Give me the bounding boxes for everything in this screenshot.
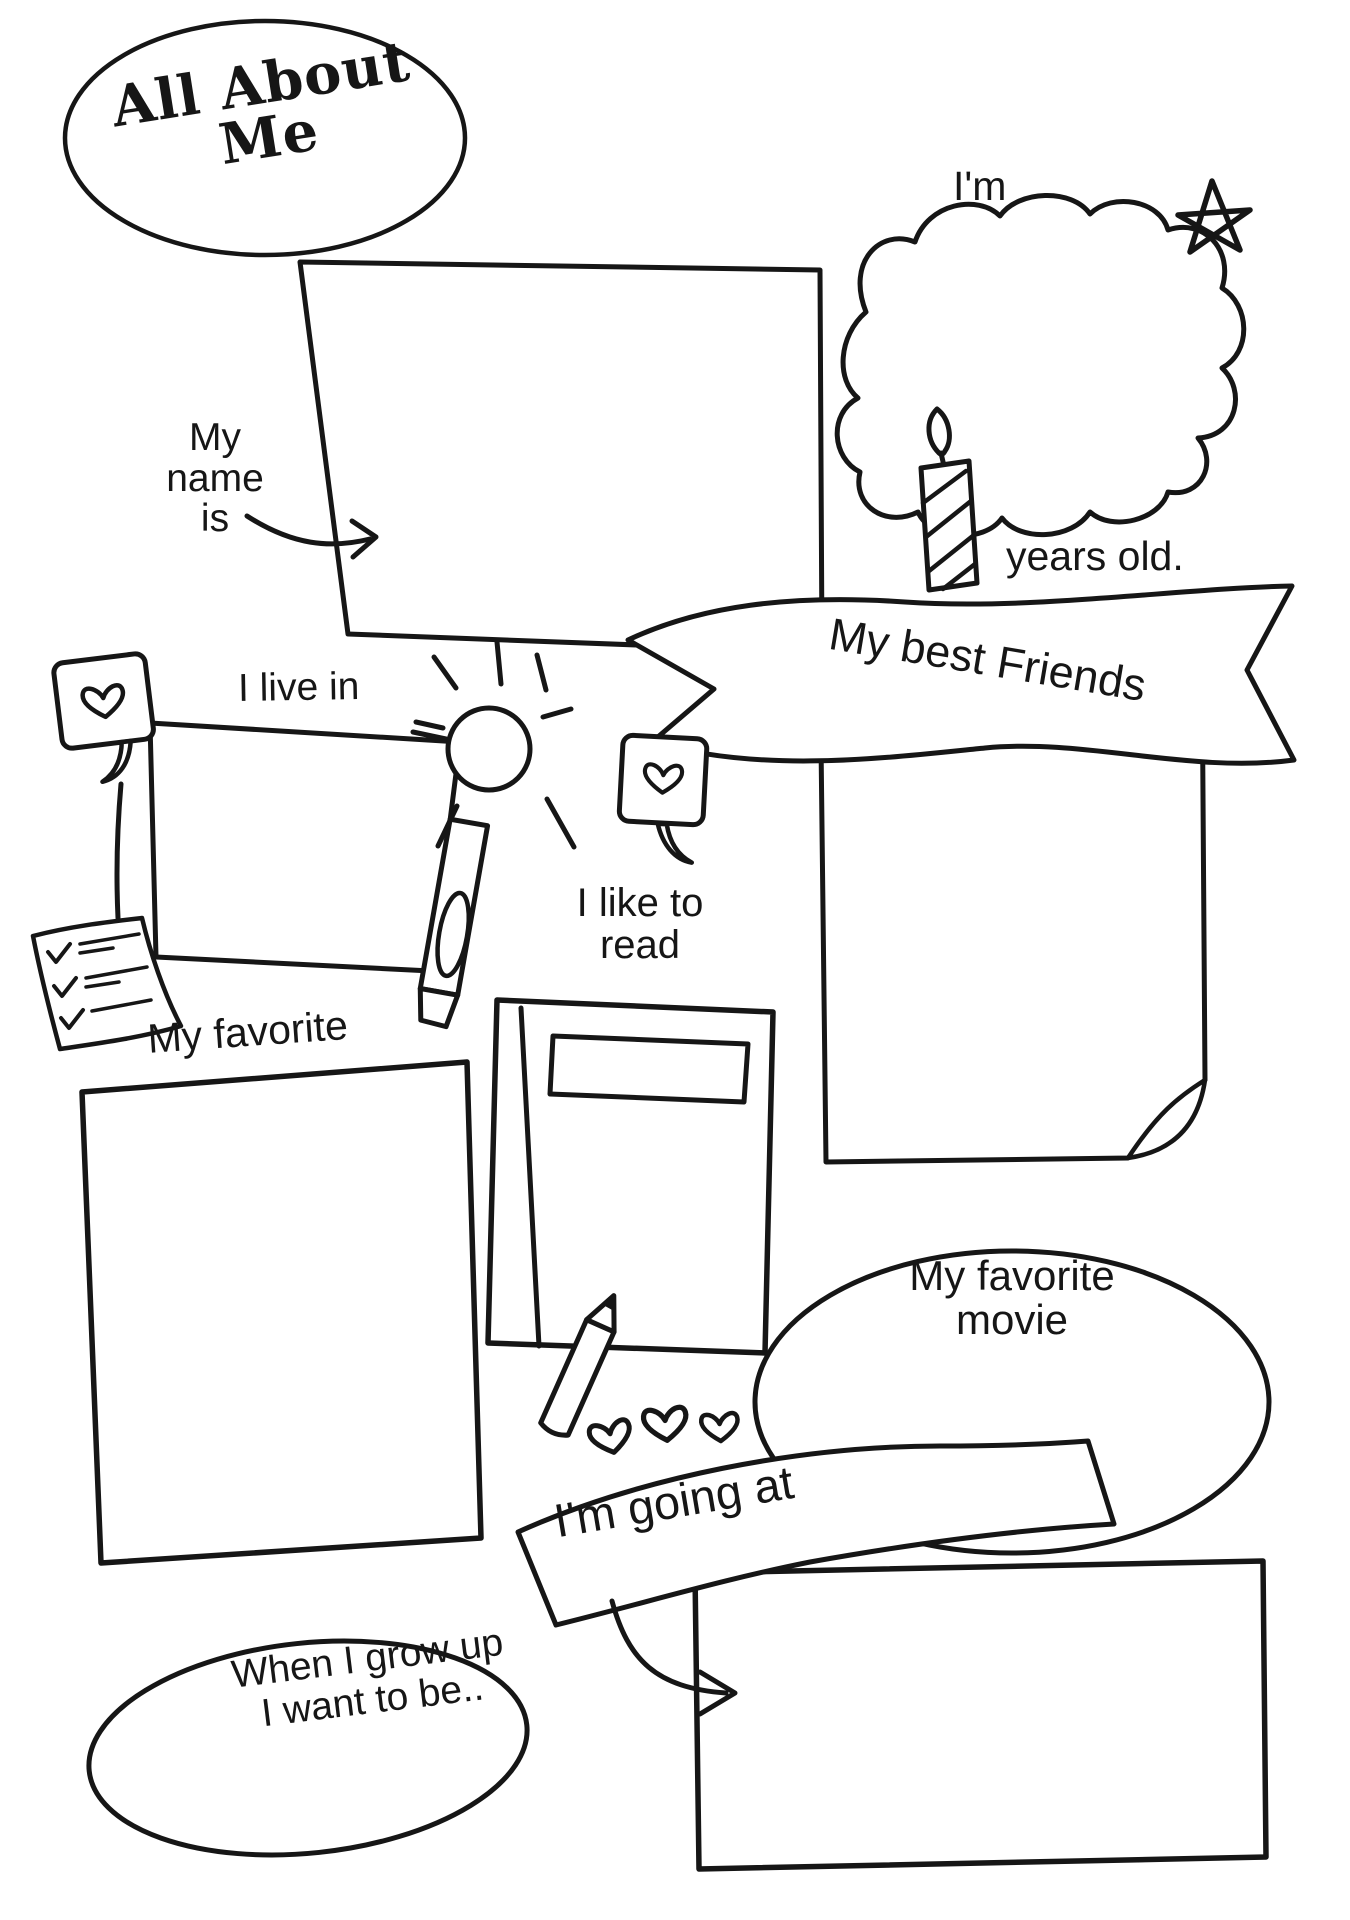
marker-icon <box>417 816 491 1030</box>
page-curl-icon <box>1125 1077 1208 1161</box>
notebook-icon <box>485 997 776 1356</box>
reading-prompt-label: I like to read <box>576 881 704 967</box>
birthday-candle-icon <box>918 406 980 593</box>
age-suffix-label: years old. <box>1006 533 1184 579</box>
favorite-answer-box <box>79 1059 484 1566</box>
arrow-doodle <box>244 513 379 560</box>
cloud-frame <box>834 193 1247 538</box>
movie-prompt-label: My favorite movie <box>909 1252 1115 1344</box>
hearts-icon <box>586 1404 740 1455</box>
home-prompt-label: I live in <box>237 664 360 711</box>
future-prompt-ellipse <box>86 1638 530 1858</box>
skill-curved-banner <box>515 1438 1117 1628</box>
title-ellipse <box>62 18 468 258</box>
pencil-icon <box>538 1293 617 1438</box>
checklist-icon <box>30 915 184 1052</box>
name-prompt-label: My name is <box>166 416 264 541</box>
heart-bubble-icon <box>616 732 710 865</box>
home-answer-box <box>147 720 463 974</box>
sun-icon <box>410 639 577 850</box>
age-prefix-label: I'm <box>953 163 1007 209</box>
bubble-string-line <box>114 781 124 921</box>
name-answer-box <box>297 259 825 655</box>
arrow-doodle <box>609 1598 738 1717</box>
star-icon <box>1175 178 1253 255</box>
heart-bubble-icon <box>51 651 156 785</box>
future-answer-box <box>692 1558 1269 1872</box>
friends-ribbon-banner <box>625 583 1297 766</box>
